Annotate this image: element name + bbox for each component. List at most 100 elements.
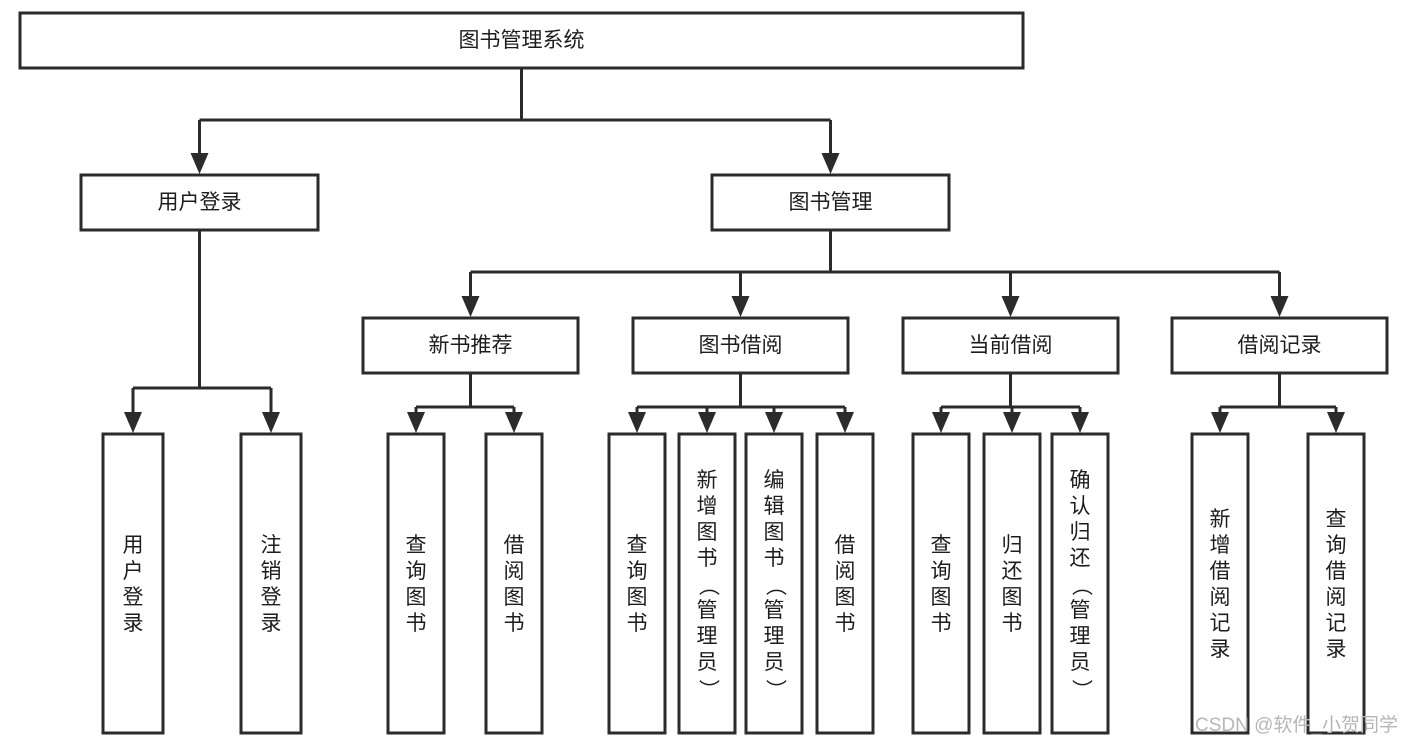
- node-box-current-borrow: [901, 316, 1120, 375]
- node-label-char: 图: [504, 586, 525, 609]
- arrow-head-icon: [407, 412, 425, 433]
- node-leaf-user-login[interactable]: 用户登录: [101, 432, 165, 735]
- node-label-char: 询: [406, 560, 427, 583]
- node-root[interactable]: 图书管理系统: [18, 11, 1025, 70]
- node-box-leaf-add-book: [677, 432, 737, 735]
- connector-group: [1211, 373, 1345, 433]
- node-label-char: （: [763, 575, 786, 596]
- node-label-char: 图: [627, 586, 648, 609]
- nodes-layer: 图书管理系统用户登录图书管理新书推荐图书借阅当前借阅借阅记录用户登录注销登录查询…: [18, 11, 1389, 735]
- node-box-leaf-query-book-cur: [911, 432, 971, 735]
- node-label-char: 书: [835, 612, 856, 635]
- node-label-char: 书: [504, 612, 525, 635]
- node-label-char: 增: [697, 495, 718, 518]
- node-label-char: 图: [1002, 586, 1023, 609]
- node-label-char: 登: [123, 586, 144, 609]
- node-label-char: 员: [1070, 651, 1091, 674]
- node-label-char: 理: [1070, 625, 1091, 648]
- node-label-char: 询: [1326, 534, 1347, 557]
- node-label-user-login: 用户登录: [158, 191, 242, 214]
- arrow-head-icon: [836, 412, 854, 433]
- node-label-char: 新: [697, 469, 718, 492]
- node-label-char: 书: [406, 612, 427, 635]
- node-label-char: 阅: [1210, 586, 1231, 609]
- node-label-char: 销: [261, 560, 282, 583]
- node-label-char: 记: [1210, 612, 1231, 635]
- node-book-borrow[interactable]: 图书借阅: [631, 316, 850, 375]
- node-user-login[interactable]: 用户登录: [79, 173, 320, 232]
- node-label-char: 书: [1002, 612, 1023, 635]
- node-box-leaf-user-login: [101, 432, 165, 735]
- arrow-head-icon: [765, 412, 783, 433]
- node-box-leaf-query-book-bor: [607, 432, 667, 735]
- node-label-char: 阅: [504, 560, 525, 583]
- node-box-leaf-query-book-rec: [386, 432, 446, 735]
- connector-group: [628, 373, 854, 433]
- node-box-leaf-borrow-book-rec: [484, 432, 544, 735]
- node-book-manage[interactable]: 图书管理: [710, 173, 951, 232]
- node-label-char: 管: [764, 599, 785, 622]
- node-new-book-recommend[interactable]: 新书推荐: [361, 316, 580, 375]
- node-label-char: 录: [1326, 638, 1347, 661]
- node-label-char: 查: [627, 534, 648, 557]
- node-label-char: 注: [261, 534, 282, 557]
- node-label-char: 用: [123, 534, 144, 557]
- node-label-char: ）: [763, 679, 786, 700]
- node-label-char: 理: [764, 625, 785, 648]
- connector-group: [190, 68, 840, 174]
- node-label-char: 书: [764, 547, 785, 570]
- csdn-watermark: CSDN @软件_小贺同学: [1195, 714, 1398, 736]
- arrow-head-icon: [1270, 296, 1289, 317]
- arrow-head-icon: [1001, 296, 1020, 317]
- node-label-char: 书: [627, 612, 648, 635]
- node-label-char: 还: [1002, 560, 1023, 583]
- node-label-char: 阅: [1326, 586, 1347, 609]
- node-label-char: 归: [1002, 534, 1023, 557]
- node-label-borrow-record: 借阅记录: [1238, 334, 1322, 357]
- node-label-char: 借: [1326, 560, 1347, 583]
- node-label-char: 查: [931, 534, 952, 557]
- arrow-head-icon: [124, 412, 142, 433]
- node-label-char: 图: [406, 586, 427, 609]
- arrow-head-icon: [1327, 412, 1345, 433]
- arrow-head-icon: [190, 153, 209, 174]
- node-label-book-borrow: 图书借阅: [699, 334, 783, 357]
- node-box-leaf-edit-book: [744, 432, 804, 735]
- node-label-char: 录: [261, 612, 282, 635]
- arrow-head-icon: [262, 412, 280, 433]
- node-label-char: 户: [123, 560, 144, 583]
- node-borrow-record[interactable]: 借阅记录: [1170, 316, 1389, 375]
- node-label-root: 图书管理系统: [459, 29, 585, 52]
- node-label-char: 图: [931, 586, 952, 609]
- node-box-user-login: [79, 173, 320, 232]
- node-label-char: 增: [1210, 534, 1231, 557]
- node-label-char: 查: [406, 534, 427, 557]
- connector-group: [461, 230, 1289, 317]
- node-label-char: 员: [697, 651, 718, 674]
- node-label-char: （: [1069, 575, 1092, 596]
- arrow-head-icon: [698, 412, 716, 433]
- node-label-char: 查: [1326, 508, 1347, 531]
- node-label-char: 图: [764, 521, 785, 544]
- node-current-borrow[interactable]: 当前借阅: [901, 316, 1120, 375]
- arrow-head-icon: [628, 412, 646, 433]
- node-box-leaf-query-record: [1306, 432, 1366, 735]
- node-label-char: 询: [931, 560, 952, 583]
- node-label-char: 辑: [764, 495, 785, 518]
- arrow-head-icon: [461, 296, 480, 317]
- node-label-char: 员: [764, 651, 785, 674]
- node-label-char: 图: [835, 586, 856, 609]
